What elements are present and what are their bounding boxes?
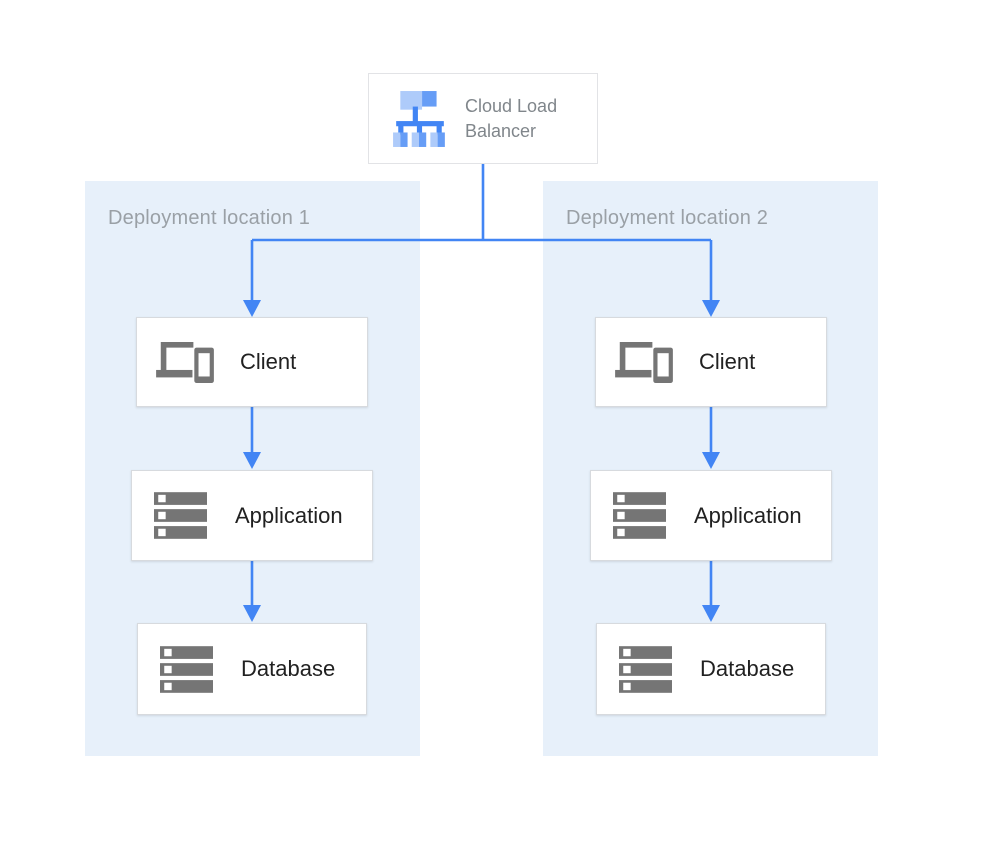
location-1-database-node: Database bbox=[137, 623, 367, 715]
cloud-load-balancer-node: Cloud Load Balancer bbox=[368, 73, 598, 164]
deployment-location-1-title: Deployment location 1 bbox=[108, 207, 311, 229]
arrowhead-app-to-db-2 bbox=[702, 605, 720, 622]
location-1-client-node: Client bbox=[136, 317, 368, 407]
server-stack-icon bbox=[616, 645, 674, 693]
node-label: Database bbox=[700, 656, 795, 681]
arrowhead-app-to-db-1 bbox=[243, 605, 261, 622]
server-stack-icon bbox=[157, 645, 215, 693]
arrowhead-lb-to-client-2 bbox=[702, 300, 720, 317]
location-2-client-node: Client bbox=[595, 317, 827, 407]
node-label: Client bbox=[699, 349, 756, 374]
client-devices-icon bbox=[156, 341, 214, 383]
node-label: Application bbox=[235, 502, 343, 528]
node-label: Database bbox=[241, 656, 336, 681]
load-balancer-icon bbox=[393, 90, 445, 147]
connector-lines bbox=[250, 164, 713, 605]
node-label: Application bbox=[694, 502, 802, 528]
location-1-application-node: Application bbox=[131, 470, 373, 561]
server-stack-icon bbox=[610, 492, 668, 539]
deployment-location-2-title: Deployment location 2 bbox=[566, 207, 769, 229]
arrowhead-client-to-app-2 bbox=[702, 452, 720, 469]
server-stack-icon bbox=[151, 492, 209, 539]
location-2-database-node: Database bbox=[596, 623, 826, 715]
location-2-application-node: Application bbox=[590, 470, 832, 561]
arrowhead-lb-to-client-1 bbox=[243, 300, 261, 317]
arrowhead-client-to-app-1 bbox=[243, 452, 261, 469]
client-devices-icon bbox=[615, 341, 673, 383]
load-balancer-label: Cloud Load Balancer bbox=[465, 95, 558, 141]
node-label: Client bbox=[240, 349, 297, 374]
